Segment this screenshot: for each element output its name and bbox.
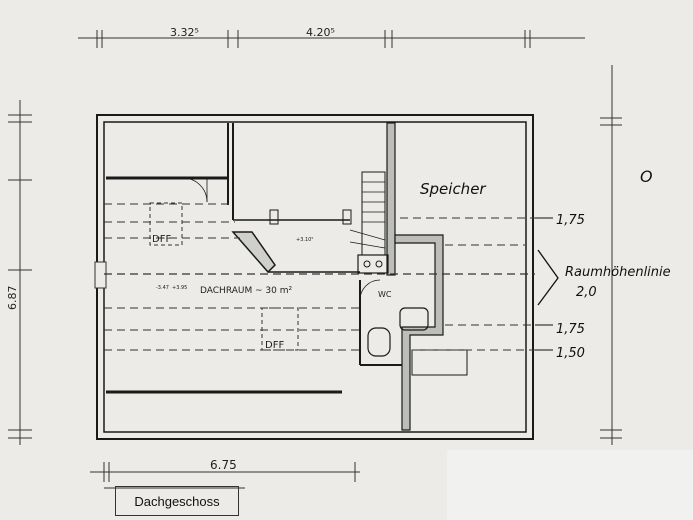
mark-o: O xyxy=(640,167,653,186)
left-window xyxy=(94,261,107,289)
roof-window-label-1: DFF xyxy=(152,234,171,245)
height-lines xyxy=(104,203,535,351)
top-left-room xyxy=(106,123,234,220)
dimension-left: 6.87 xyxy=(6,286,19,311)
staircase xyxy=(231,171,386,274)
central-wall xyxy=(386,122,444,431)
stair-level-mark: +3.10⁵ xyxy=(296,237,313,243)
level-label-1: 1,75 xyxy=(556,213,585,228)
level-mark-2: +3.95 xyxy=(172,285,187,291)
level-mark-1: -3.47 xyxy=(156,285,169,291)
storage-label: Speicher xyxy=(420,180,486,198)
height-line-label: Raumhöhenlinie xyxy=(565,265,671,280)
level-label-3: 1,50 xyxy=(556,346,585,361)
level-label-2: 1,75 xyxy=(556,322,585,337)
height-line-value: 2,0 xyxy=(576,285,597,300)
dimension-bottom: 6.75 xyxy=(210,458,237,472)
level-leaders xyxy=(535,217,553,351)
paper-corner xyxy=(447,450,693,520)
dimension-top-left: 3.32⁵ xyxy=(170,26,199,39)
roof-windows xyxy=(149,202,299,351)
roof-window-label-2: DFF xyxy=(265,340,284,351)
height-line-bracket xyxy=(537,249,559,306)
room-label: DACHRAUM xyxy=(200,286,252,296)
wc-label: WC xyxy=(378,290,392,299)
left-dimension-chain xyxy=(8,100,32,445)
floor-title: Dachgeschoss xyxy=(115,486,239,516)
room-area: ~ 30 m² xyxy=(255,286,292,296)
bottom-dimension-chain xyxy=(90,462,360,482)
top-dimension-chain xyxy=(78,30,585,48)
right-dimension-chain xyxy=(600,65,622,445)
dimension-top-right: 4.20⁵ xyxy=(306,26,335,39)
